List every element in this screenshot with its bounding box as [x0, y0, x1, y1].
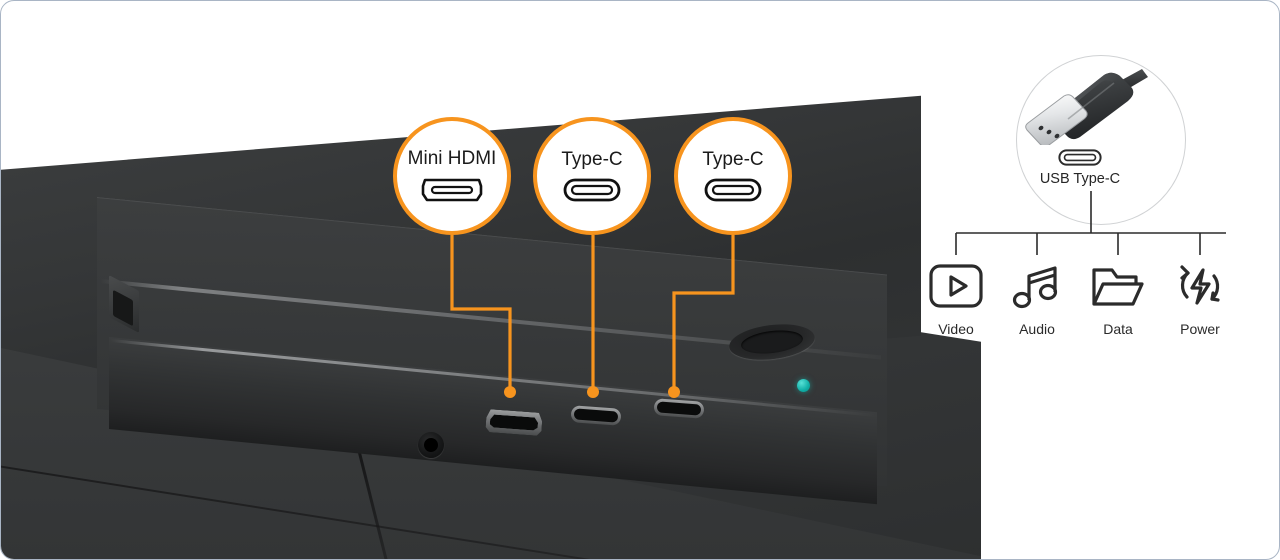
callout-mini-hdmi[interactable]: Mini HDMI	[393, 117, 511, 235]
device-photo	[1, 1, 981, 559]
callout-label: Mini HDMI	[407, 148, 497, 169]
feature-power[interactable]: Power	[1157, 257, 1243, 337]
connector-branch-tree	[955, 191, 1226, 255]
power-led-indicator	[797, 379, 810, 392]
usb-c-port-icon	[563, 178, 621, 202]
usb-c-port-2[interactable]	[653, 398, 705, 419]
usb-c-symbol-icon	[1058, 149, 1102, 166]
feature-video[interactable]: Video	[913, 257, 999, 337]
hdmi-port-icon	[421, 178, 483, 202]
feature-label: Audio	[1019, 321, 1055, 337]
music-note-icon	[994, 257, 1080, 315]
usb-type-c-title: USB Type-C	[1039, 171, 1121, 187]
video-play-icon	[913, 257, 999, 315]
feature-label: Power	[1180, 321, 1220, 337]
power-bolt-refresh-icon	[1157, 257, 1243, 315]
folder-icon	[1075, 257, 1161, 315]
mini-hdmi-port[interactable]	[485, 409, 543, 436]
usb-c-port-icon	[704, 178, 762, 202]
usb-c-plug-3d-icon	[1025, 69, 1148, 145]
callout-label: Type-C	[702, 149, 764, 170]
feature-audio[interactable]: Audio	[994, 257, 1080, 337]
callout-label: Type-C	[561, 149, 623, 170]
feature-data[interactable]: Data	[1075, 257, 1161, 337]
feature-label: Data	[1103, 321, 1133, 337]
feature-label: Video	[938, 321, 974, 337]
usb-c-port-1[interactable]	[570, 405, 622, 426]
callout-type-c-2[interactable]: Type-C	[674, 117, 792, 235]
callout-type-c-1[interactable]: Type-C	[533, 117, 651, 235]
